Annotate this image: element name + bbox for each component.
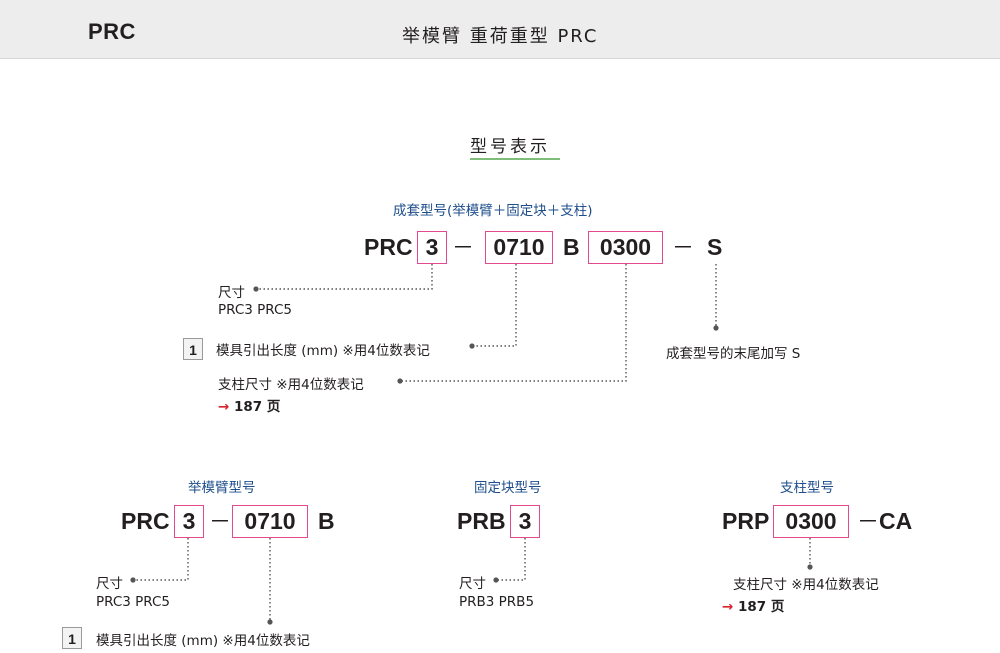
full-set-size-values: PRC3 PRC5 [218,302,293,318]
full-set-letter-b: B [563,234,580,260]
block-size-box: 3 [510,505,540,538]
full-set-dash-2: － [672,235,695,260]
arm-size-values: PRC3 PRC5 [96,594,171,610]
pillar-label: 支柱型号 [780,480,834,496]
full-set-size-label: 尺寸 [218,285,245,301]
full-set-prefix: PRC [364,234,413,260]
full-set-label: 成套型号(举模臂＋固定块＋支柱) [393,203,593,219]
full-set-length-box: 0710 [485,231,553,264]
full-set-length-number-badge: 1 [183,338,203,360]
arm-length-number-badge: 1 [62,627,82,649]
arm-length-text: 模具引出长度 (mm) ※用4位数表记 [96,633,310,649]
full-set-size-box: 3 [417,231,447,264]
red-arrow-icon: → [722,599,734,615]
pillar-size-text: 支柱尺寸 ※用4位数表记 [733,577,879,593]
block-prefix: PRB [457,508,506,534]
full-set-length-text: 模具引出长度 (mm) ※用4位数表记 [216,343,430,359]
dot [253,286,259,292]
full-set-pillar-text: 支柱尺寸 ※用4位数表记 [218,377,364,393]
full-set-pillar-box: 0300 [588,231,663,264]
arm-letter-b: B [318,508,335,534]
block-size-label: 尺寸 [459,576,486,592]
arm-dash: － [209,509,232,534]
pillar-ref-page: 187 页 [738,599,785,615]
pillar-length-box: 0300 [773,505,849,538]
pillar-prefix: PRP [722,508,770,534]
pillar-suffix: CA [879,508,913,534]
block-size-values: PRB3 PRB5 [459,594,535,610]
arm-length-box: 0710 [232,505,308,538]
section-title-underline [470,158,560,160]
full-set-pillar-ref-page: 187 页 [234,399,281,415]
pillar-dash: － [857,509,880,534]
page-header: PRC 举模臂 重荷重型 PRC [0,0,1000,59]
header-product-code: PRC [88,19,136,44]
pillar-ref[interactable]: → 187 页 [722,595,784,615]
full-set-dash-1: － [452,235,475,260]
arm-label: 举模臂型号 [188,480,256,496]
section-title: 型号表示 [470,137,550,157]
arm-prefix: PRC [121,508,170,534]
full-set-suffix-text: 成套型号的末尾加写 S [666,346,801,362]
header-title: 举模臂 重荷重型 PRC [402,26,599,47]
full-set-pillar-ref[interactable]: → 187 页 [218,395,280,415]
arm-size-box: 3 [174,505,204,538]
block-label: 固定块型号 [474,480,542,496]
arm-size-label: 尺寸 [96,576,123,592]
full-set-suffix: S [707,234,723,260]
red-arrow-icon: → [218,399,230,415]
